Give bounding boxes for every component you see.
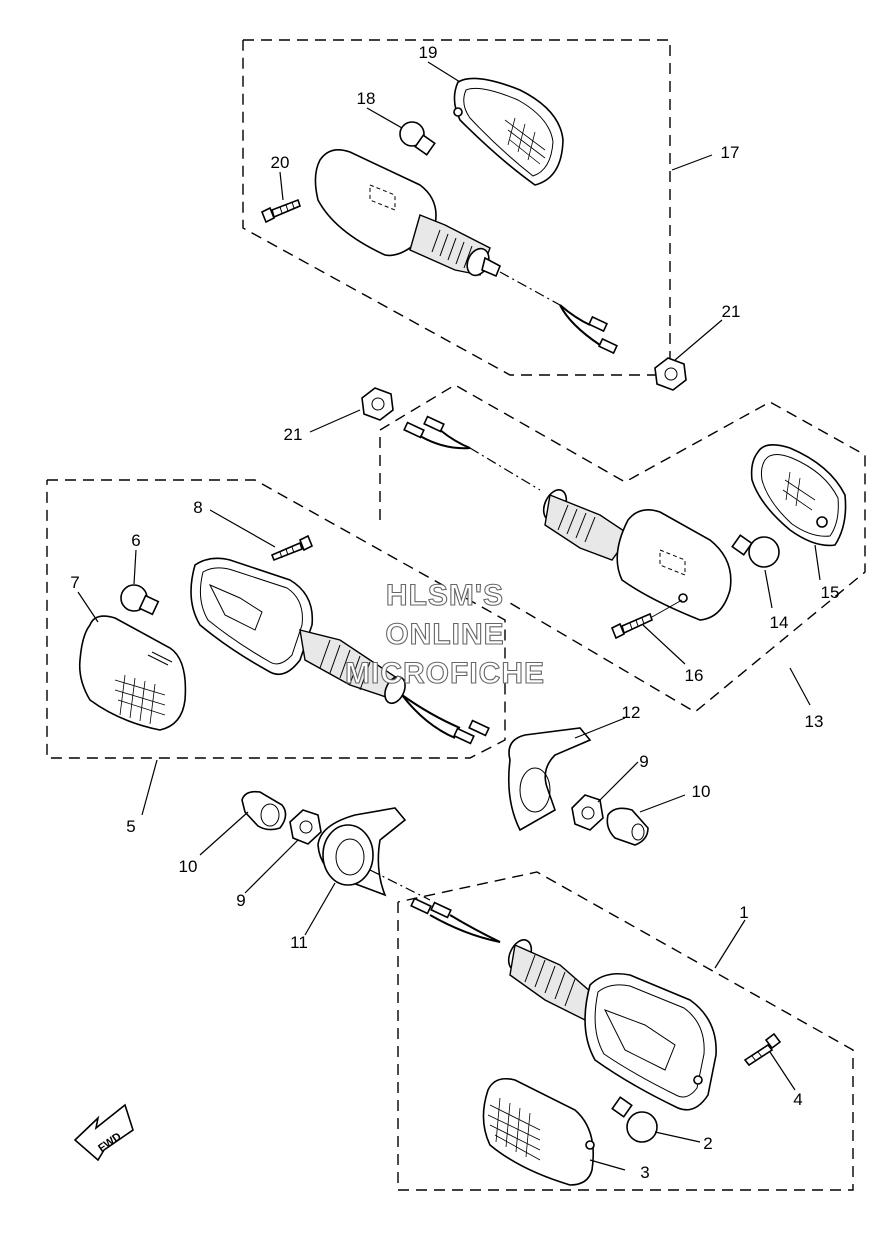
callout-21-top: 21 — [722, 302, 741, 321]
wire-harness-middle — [403, 415, 541, 491]
callout-11: 11 — [290, 933, 308, 952]
stay-12 — [507, 727, 592, 832]
bulb-6 — [120, 584, 160, 616]
wire-harness-bottom — [369, 869, 501, 943]
callout-1: 1 — [739, 903, 748, 922]
lens-15 — [750, 444, 847, 547]
watermark: HLSM'S ONLINE MICROFICHE — [344, 578, 545, 690]
screw-16 — [610, 599, 683, 640]
housing-left — [190, 557, 406, 705]
callout-17: 17 — [721, 143, 740, 162]
screw-4 — [743, 1032, 782, 1067]
wire-harness-top — [499, 271, 619, 355]
callout-7: 7 — [70, 573, 79, 592]
callout-21-middle: 21 — [284, 425, 303, 444]
watermark-line-1: HLSM'S — [386, 579, 504, 612]
cover-10-left — [241, 790, 287, 831]
callout-6: 6 — [131, 531, 140, 550]
nut-21-top — [654, 357, 687, 391]
wire-harness-left — [401, 694, 490, 745]
cover-10-right — [606, 807, 649, 846]
watermark-line-3: MICROFICHE — [345, 657, 545, 690]
flasher-assembly-right — [361, 387, 847, 640]
callout-9-right: 9 — [639, 752, 648, 771]
stay-11 — [317, 807, 407, 897]
callout-10-right: 10 — [692, 782, 711, 801]
callout-15: 15 — [821, 583, 840, 602]
callout-20: 20 — [271, 153, 290, 172]
screw-8 — [270, 534, 314, 562]
bulb-2 — [611, 1096, 658, 1143]
flasher-assembly-bottom — [369, 869, 782, 1186]
watermark-line-2: ONLINE — [385, 618, 504, 651]
housing-bottom — [507, 939, 717, 1111]
callouts: 19 18 20 17 21 21 8 6 7 15 14 16 13 12 9… — [70, 43, 839, 1182]
callout-16: 16 — [685, 666, 704, 685]
callout-8: 8 — [193, 498, 202, 517]
lens-3 — [482, 1077, 595, 1186]
callout-12: 12 — [622, 703, 641, 722]
callout-10-left: 10 — [179, 857, 198, 876]
housing-top — [314, 149, 502, 278]
flasher-assembly-top — [260, 77, 687, 391]
screw-20 — [260, 198, 301, 224]
assembly-outline-1 — [397, 871, 854, 1191]
collar-9-right — [571, 794, 604, 831]
leader-lines — [77, 61, 821, 1171]
lens-7 — [78, 615, 187, 731]
callout-19: 19 — [419, 43, 438, 62]
callout-5: 5 — [126, 817, 135, 836]
forward-direction-arrow-icon: FWD — [73, 1103, 134, 1162]
bulb-18 — [399, 121, 436, 156]
callout-14: 14 — [770, 613, 789, 632]
assembly-outline-5 — [46, 479, 506, 759]
callout-18: 18 — [357, 89, 376, 108]
callout-2: 2 — [703, 1134, 712, 1153]
callout-3: 3 — [640, 1163, 649, 1182]
callout-4: 4 — [793, 1090, 802, 1109]
flasher-assembly-left — [78, 534, 490, 745]
lens-19 — [453, 77, 564, 186]
housing-right — [542, 489, 732, 621]
nut-21-middle — [361, 387, 394, 421]
callout-9-left: 9 — [236, 891, 245, 910]
bulb-14 — [731, 534, 780, 568]
callout-13: 13 — [805, 712, 824, 731]
collar-9-left — [289, 809, 322, 845]
